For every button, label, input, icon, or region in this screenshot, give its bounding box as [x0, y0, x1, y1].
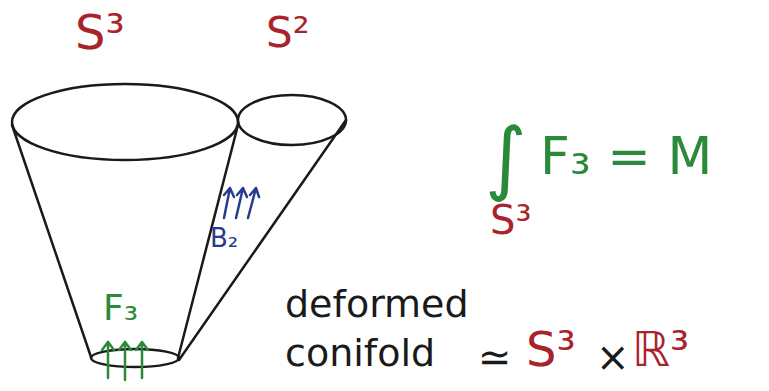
- relation-symbol: ≃: [478, 337, 512, 377]
- field-label: B₂: [210, 225, 238, 251]
- tip-ellipse: [91, 349, 179, 367]
- sphere-factor: S³: [526, 325, 576, 373]
- flux-equation: F₃ = M: [540, 130, 712, 182]
- cone-edge: [12, 125, 91, 357]
- integral-domain: S³: [490, 200, 531, 240]
- space-name: deformed conifold: [285, 280, 490, 379]
- product-symbol: ×: [596, 337, 630, 377]
- flux-arrows: [102, 342, 148, 380]
- flux-label: F₃: [103, 290, 138, 326]
- integral-sign: ∫: [485, 118, 527, 198]
- s3-ellipse: [12, 84, 238, 160]
- cone-edge: [178, 125, 238, 358]
- b-field-arrows: [224, 188, 259, 218]
- s2-ellipse: [238, 95, 346, 145]
- space-factor: ℝ³: [632, 325, 689, 373]
- sphere-label: S²: [266, 12, 310, 54]
- sphere-label: S³: [75, 8, 125, 56]
